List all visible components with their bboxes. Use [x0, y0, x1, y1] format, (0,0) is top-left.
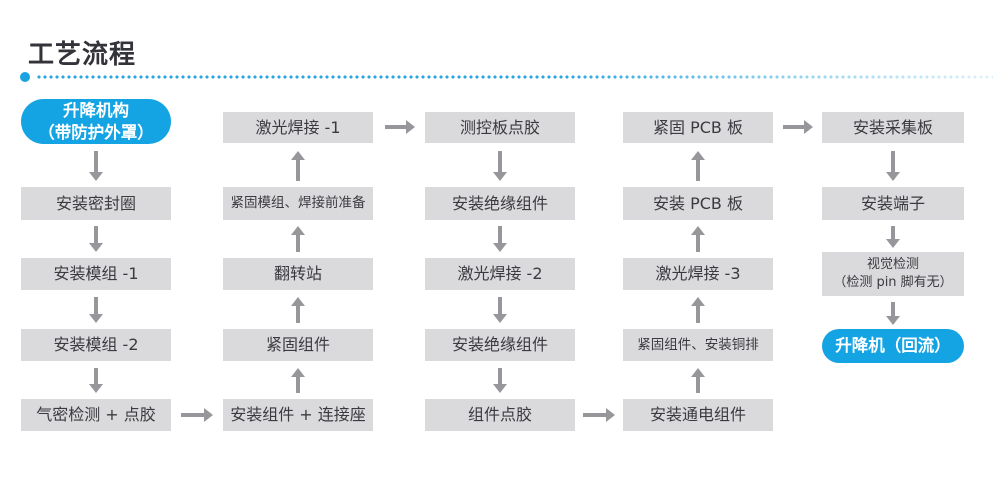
arrow-down-icon	[884, 226, 902, 248]
step-label: 激光焊接 -3	[655, 264, 741, 283]
step-label: 安装绝缘组件	[451, 335, 548, 354]
step-label: 紧固组件	[265, 335, 330, 354]
step-lifting-mechanism: 升降机构 （带防护外罩）	[21, 99, 171, 144]
step-install-pcb: 安装 PCB 板	[623, 187, 773, 220]
step-label: 安装 PCB 板	[653, 193, 743, 213]
arrow-down-icon	[491, 368, 509, 393]
step-control-board-dispensing: 测控板点胶	[425, 112, 575, 143]
divider-lead-dot	[20, 72, 30, 82]
arrow-up-icon	[289, 297, 307, 323]
arrow-down-icon	[87, 151, 105, 181]
arrow-up-icon	[689, 151, 707, 181]
step-laser-welding-3: 激光焊接 -3	[623, 258, 773, 290]
arrow-right-icon	[385, 119, 415, 135]
step-laser-welding-1: 激光焊接 -1	[223, 112, 373, 143]
step-label: 紧固 PCB 板	[653, 117, 743, 137]
step-label: 安装模组 -1	[53, 264, 139, 283]
step-install-collection-board: 安装采集板	[822, 112, 964, 143]
step-laser-welding-2: 激光焊接 -2	[425, 258, 575, 290]
step-label: 测控板点胶	[459, 117, 540, 137]
arrow-up-icon	[289, 368, 307, 393]
step-label: 组件点胶	[467, 405, 532, 424]
arrow-right-icon	[181, 407, 213, 423]
divider-fade	[36, 72, 993, 82]
arrow-down-icon	[87, 226, 105, 252]
arrow-down-icon	[884, 302, 902, 325]
step-install-module-1: 安装模组 -1	[21, 258, 171, 290]
step-label: 安装模组 -2	[53, 335, 139, 354]
dotted-divider	[20, 72, 993, 82]
step-label: 紧固模组、焊接前准备	[230, 195, 366, 212]
step-label: 激光焊接 -1	[255, 117, 341, 137]
arrow-up-icon	[689, 368, 707, 393]
step-label: 升降机构	[63, 101, 129, 121]
step-label: 安装通电组件	[649, 405, 746, 424]
step-label: 升降机（回流）	[835, 335, 951, 355]
step-label-line2: （检测 pin 脚有无）	[833, 275, 953, 290]
arrow-down-icon	[491, 226, 509, 252]
step-label: 激光焊接 -2	[457, 264, 543, 283]
arrow-up-icon	[289, 151, 307, 181]
step-flip-station: 翻转站	[223, 258, 373, 290]
step-install-module-2: 安装模组 -2	[21, 329, 171, 361]
arrow-up-icon	[689, 226, 707, 252]
step-install-component-connector: 安装组件 + 连接座	[223, 399, 373, 431]
step-fasten-pcb: 紧固 PCB 板	[623, 112, 773, 143]
step-install-terminal: 安装端子	[822, 187, 964, 220]
step-install-insulation-2: 安装绝缘组件	[425, 329, 575, 361]
step-component-dispensing: 组件点胶	[425, 399, 575, 431]
arrow-right-icon	[783, 119, 813, 135]
step-lifter-reflow: 升降机（回流）	[822, 329, 964, 363]
step-label: 气密检测 + 点胶	[36, 405, 156, 424]
step-fasten-components-install-busbar: 紧固组件、安装铜排	[623, 329, 773, 361]
step-label: 视觉检测	[866, 256, 919, 272]
step-label: 安装组件 + 连接座	[230, 405, 366, 424]
step-fasten-components: 紧固组件	[223, 329, 373, 361]
step-airtight-test-dispensing: 气密检测 + 点胶	[21, 399, 171, 431]
step-label-line2: （带防护外罩）	[38, 122, 154, 142]
step-install-power-components: 安装通电组件	[623, 399, 773, 431]
step-label: 安装采集板	[852, 117, 933, 137]
step-label: 安装密封圈	[55, 193, 136, 213]
page-title: 工艺流程	[28, 40, 137, 70]
step-label: 紧固组件、安装铜排	[637, 336, 759, 353]
arrow-down-icon	[491, 151, 509, 181]
arrow-down-icon	[87, 297, 105, 323]
arrow-down-icon	[491, 297, 509, 323]
arrow-up-icon	[689, 297, 707, 323]
arrow-right-icon	[583, 407, 615, 423]
arrow-down-icon	[884, 151, 902, 181]
step-install-insulation-1: 安装绝缘组件	[425, 187, 575, 220]
step-vision-inspection: 视觉检测 （检测 pin 脚有无）	[822, 252, 964, 296]
step-label: 安装端子	[860, 193, 925, 213]
step-install-seal-ring: 安装密封圈	[21, 187, 171, 220]
step-label: 翻转站	[273, 264, 322, 283]
step-label: 安装绝缘组件	[451, 193, 548, 213]
step-fasten-module-weld-prep: 紧固模组、焊接前准备	[223, 187, 373, 220]
arrow-down-icon	[87, 368, 105, 393]
arrow-up-icon	[289, 226, 307, 252]
